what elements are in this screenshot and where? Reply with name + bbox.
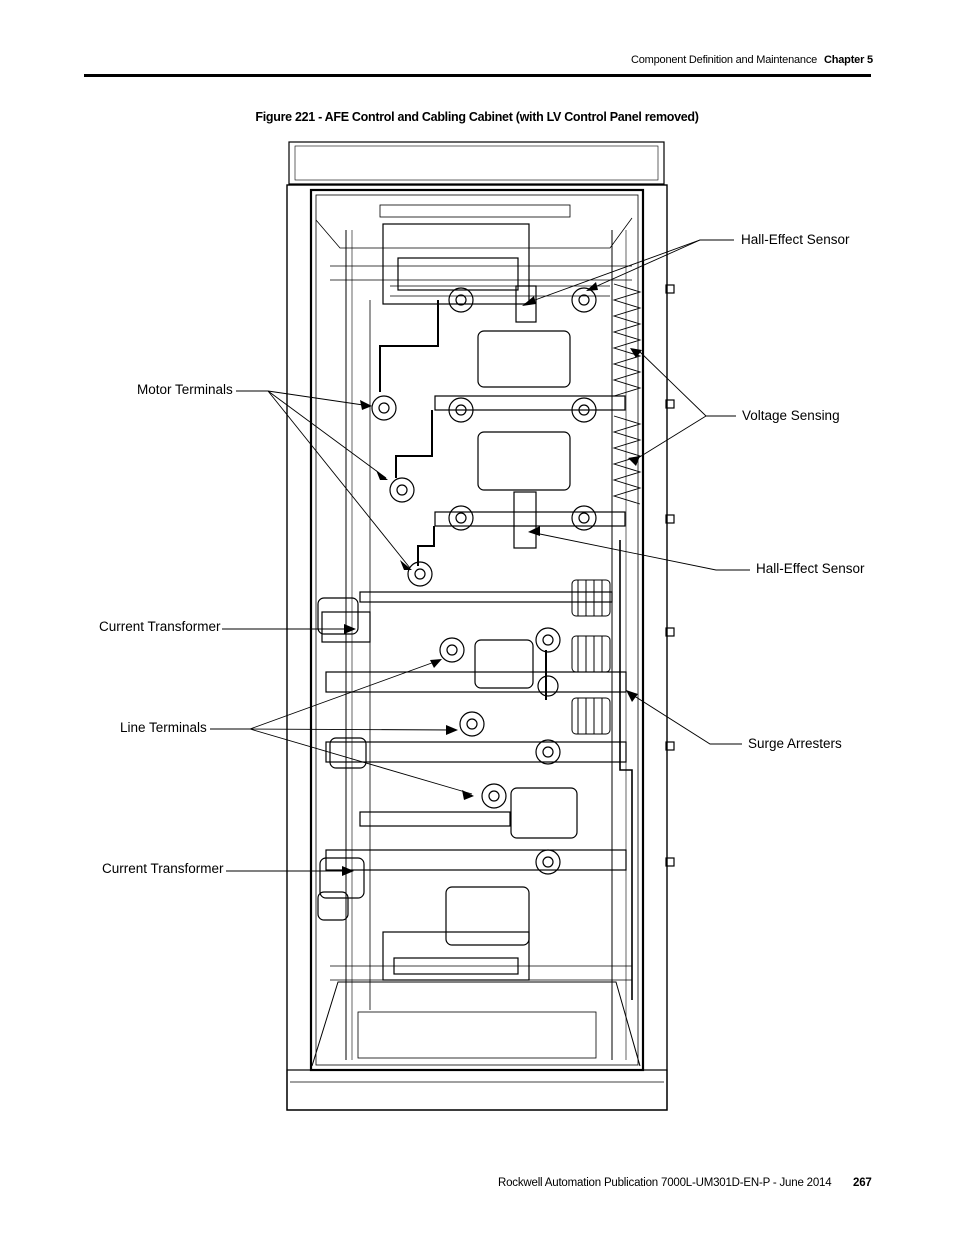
header-chapter: Chapter 5	[824, 54, 873, 66]
callout-hall-effect-sensor-mid: Hall-Effect Sensor	[756, 561, 865, 576]
callout-surge-arresters: Surge Arresters	[748, 736, 842, 751]
header-rule	[84, 74, 871, 77]
footer-publication: Rockwell Automation Publication 7000L-UM…	[498, 1177, 832, 1189]
callout-line-terminals: Line Terminals	[120, 720, 207, 735]
callout-hall-effect-sensor-top: Hall-Effect Sensor	[741, 232, 850, 247]
callout-current-transformer-top: Current Transformer	[99, 619, 221, 634]
footer-page-number: 267	[853, 1177, 872, 1189]
header-section: Component Definition and Maintenance	[631, 54, 818, 66]
callout-voltage-sensing: Voltage Sensing	[742, 408, 840, 423]
callout-motor-terminals: Motor Terminals	[137, 382, 233, 397]
figure-title: Figure 221 - AFE Control and Cabling Cab…	[255, 110, 699, 124]
callout-current-transformer-bottom: Current Transformer	[102, 861, 224, 876]
